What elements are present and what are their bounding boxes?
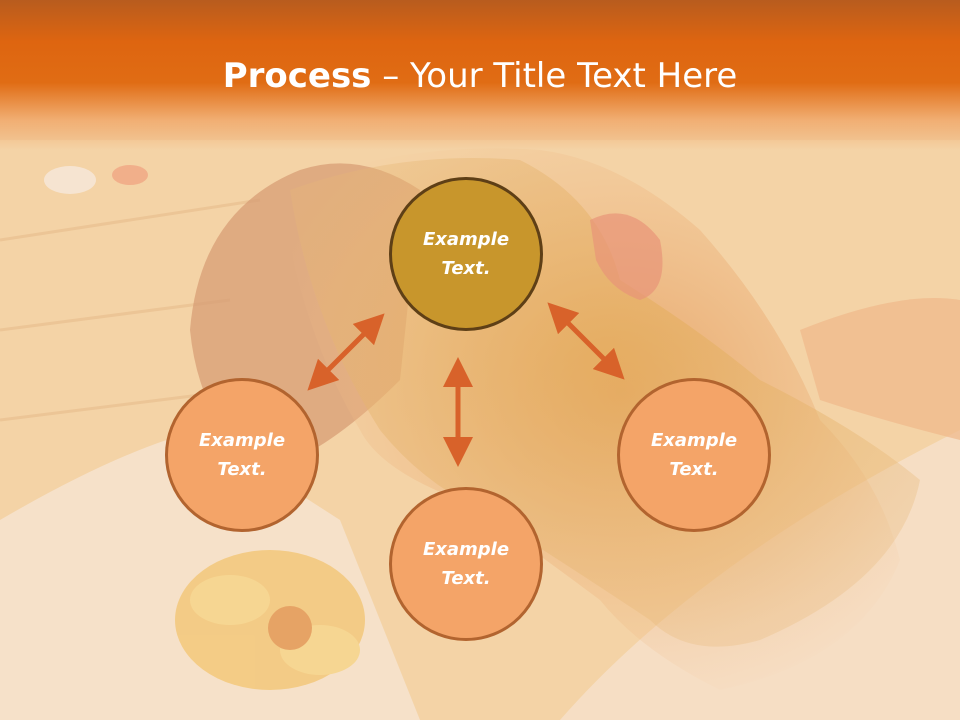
slide-title: Process – Your Title Text Here [0,54,960,98]
node-left-label: Example Text. [198,430,286,480]
node-top-label: Example Text. [422,229,510,279]
arrow-top-right [547,302,625,380]
title-band [0,0,960,150]
node-bottom-label: Example Text. [422,539,510,589]
node-bottom: Example Text. [389,487,543,641]
node-right-label: Example Text. [650,430,738,480]
node-right: Example Text. [617,378,771,532]
arrow-top-left [307,313,385,391]
node-left: Example Text. [165,378,319,532]
node-top: Example Text. [389,177,543,331]
title-bold: Process [222,56,372,96]
title-rest: – Your Title Text Here [371,56,738,96]
